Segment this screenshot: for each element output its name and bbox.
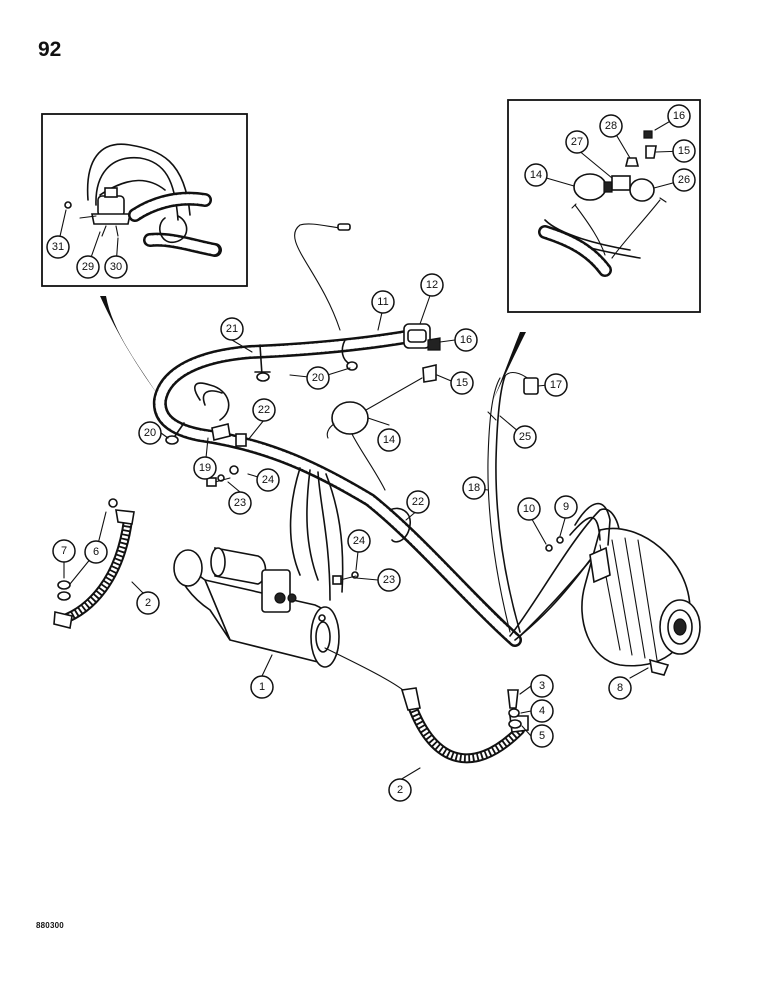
callout-31-label: 31 <box>52 241 64 253</box>
callout-2-bottom: 2 <box>388 778 412 802</box>
callout-23-left-label: 23 <box>234 497 246 509</box>
callout-6: 6 <box>84 540 108 564</box>
callout-16-inset: 16 <box>667 104 691 128</box>
callout-22-lower: 22 <box>406 490 430 514</box>
alternator <box>545 502 701 676</box>
callout-16-main-label: 16 <box>460 334 472 346</box>
callout-30-label: 30 <box>110 261 122 273</box>
callout-19: 19 <box>193 456 217 480</box>
callout-22-upper-label: 22 <box>258 404 270 416</box>
callout-25: 25 <box>513 425 537 449</box>
callout-27: 27 <box>565 130 589 154</box>
leader-right-inset <box>492 332 526 402</box>
callout-10: 10 <box>517 497 541 521</box>
callout-29: 29 <box>76 255 100 279</box>
callout-14-inset-label: 14 <box>530 169 542 181</box>
inset-sender-detail <box>507 99 701 313</box>
callout-21: 21 <box>220 317 244 341</box>
callout-9-label: 9 <box>563 501 569 513</box>
document-code: 880300 <box>36 921 64 930</box>
callout-20-left-label: 20 <box>144 427 156 439</box>
callout-22-upper: 22 <box>252 398 276 422</box>
callout-12-label: 12 <box>426 279 438 291</box>
callout-7-label: 7 <box>61 545 67 557</box>
callout-15-inset-label: 15 <box>678 145 690 157</box>
callout-11-label: 11 <box>377 296 388 308</box>
callout-29-label: 29 <box>82 261 94 273</box>
callout-24-left-label: 24 <box>262 474 274 486</box>
callout-19-label: 19 <box>199 462 211 474</box>
callout-26: 26 <box>672 168 696 192</box>
callout-8-label: 8 <box>617 682 623 694</box>
leader-left-inset <box>100 296 158 395</box>
callout-21-label: 21 <box>226 323 238 335</box>
callout-20-upper-label: 20 <box>312 372 324 384</box>
callout-22-lower-label: 22 <box>412 496 424 508</box>
callout-3: 3 <box>530 674 554 698</box>
callout-23-right-label: 23 <box>383 574 395 586</box>
main-harness <box>152 223 621 647</box>
callout-23-right: 23 <box>377 568 401 592</box>
callout-24-right: 24 <box>347 529 371 553</box>
callout-14-main: 14 <box>377 428 401 452</box>
callout-16-inset-label: 16 <box>673 110 685 122</box>
callout-11: 11 <box>371 290 395 314</box>
callout-5-label: 5 <box>539 730 545 742</box>
callout-24-left: 24 <box>256 468 280 492</box>
callout-28-label: 28 <box>605 120 617 132</box>
callout-2-left: 2 <box>136 591 160 615</box>
callout-15-inset: 15 <box>672 139 696 163</box>
callout-31: 31 <box>46 235 70 259</box>
callout-4: 4 <box>530 699 554 723</box>
callout-18-label: 18 <box>468 482 480 494</box>
callout-14-main-label: 14 <box>383 434 395 446</box>
callout-25-label: 25 <box>519 431 531 443</box>
callout-15-main: 15 <box>450 371 474 395</box>
callout-14-inset: 14 <box>524 163 548 187</box>
callout-27-label: 27 <box>571 136 583 148</box>
callout-26-label: 26 <box>678 174 690 186</box>
callout-20-upper: 20 <box>306 366 330 390</box>
page-number: 92 <box>38 38 62 61</box>
callout-12: 12 <box>420 273 444 297</box>
callout-30: 30 <box>104 255 128 279</box>
callout-3-label: 3 <box>539 680 545 692</box>
callout-10-label: 10 <box>523 503 535 515</box>
callout-2-bottom-label: 2 <box>397 784 403 796</box>
callout-23-left: 23 <box>228 491 252 515</box>
callout-7: 7 <box>52 539 76 563</box>
callout-8: 8 <box>608 676 632 700</box>
callout-17: 17 <box>544 373 568 397</box>
callout-20-left: 20 <box>138 421 162 445</box>
callout-18: 18 <box>462 476 486 500</box>
callout-9: 9 <box>554 495 578 519</box>
callout-1: 1 <box>250 675 274 699</box>
callout-24-right-label: 24 <box>353 535 365 547</box>
callout-16-main: 16 <box>454 328 478 352</box>
callout-15-main-label: 15 <box>456 377 468 389</box>
callout-4-label: 4 <box>539 705 545 717</box>
callout-17-label: 17 <box>550 379 562 391</box>
callout-28: 28 <box>599 114 623 138</box>
callout-1-label: 1 <box>259 681 265 693</box>
callout-2-left-label: 2 <box>145 597 151 609</box>
callout-6-label: 6 <box>93 546 99 558</box>
inset-solenoid-detail <box>41 113 248 287</box>
callout-5: 5 <box>530 724 554 748</box>
